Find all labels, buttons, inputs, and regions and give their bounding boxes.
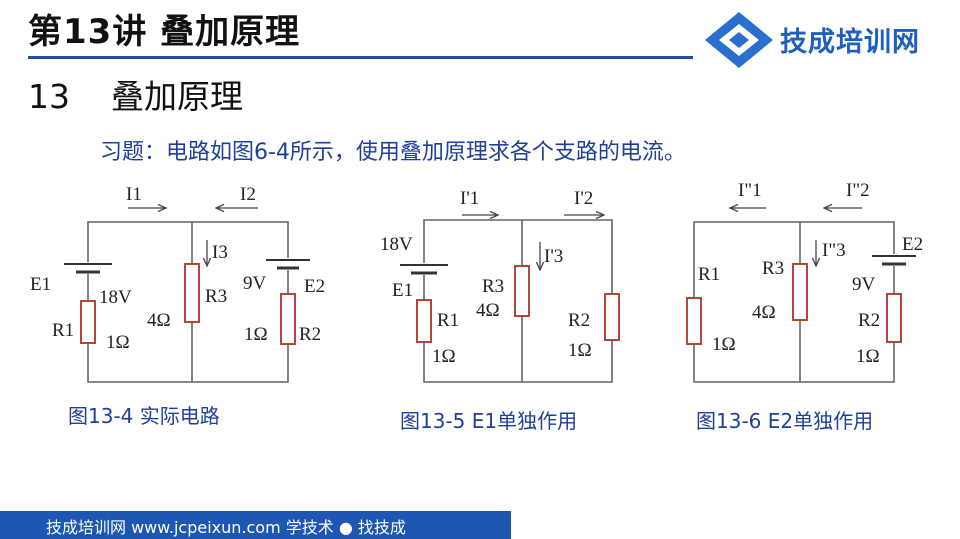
- fig3-label-i3: I"3: [822, 240, 846, 261]
- fig2-resistor-r1: [416, 299, 432, 343]
- section-heading: 13 叠加原理: [28, 70, 243, 118]
- fig1-label-i3: I3: [212, 242, 228, 263]
- fig1-label-r2: R2: [299, 324, 321, 345]
- fig3-resistor-r3: [792, 263, 808, 321]
- fig3-label-r3-value: 4Ω: [752, 302, 776, 323]
- fig1-label-r1-value: 1Ω: [106, 332, 130, 353]
- footer-text: 技成培训网 www.jcpeixun.com 学技术 ● 找技成: [46, 518, 406, 537]
- fig1-label-e2: E2: [304, 276, 325, 297]
- fig3-label-r2: R2: [858, 310, 880, 331]
- fig2-label-r1: R1: [437, 310, 459, 331]
- fig2-label-r1-value: 1Ω: [432, 346, 456, 367]
- fig1-label-e2-value: 9V: [243, 273, 267, 294]
- fig2-label-r2-value: 1Ω: [568, 340, 592, 361]
- fig1-label-e1-value: 18V: [99, 287, 132, 308]
- fig3-label-r1-value: 1Ω: [712, 334, 736, 355]
- fig1-label-r3: R3: [205, 286, 227, 307]
- fig3-resistor-r2: [886, 293, 902, 343]
- fig3-resistor-r1: [686, 297, 702, 345]
- slide-title: 第13讲 叠加原理: [28, 12, 301, 52]
- fig3-label-r1: R1: [698, 264, 720, 285]
- logo-text: 技成培训网: [780, 27, 920, 58]
- fig2-label-e1-value: 18V: [380, 234, 413, 255]
- fig1-label-i1: I1: [126, 184, 142, 205]
- exercise-text: 习题：电路如图6-4所示，使用叠加原理求各个支路的电流。: [100, 140, 686, 165]
- fig1-resistor-r2: [280, 293, 296, 345]
- fig1-label-r2-value: 1Ω: [244, 324, 268, 345]
- title-underline: [28, 56, 693, 59]
- fig1-resistor-r1: [80, 300, 96, 344]
- figure-13-5-caption: 图13-5 E1单独作用: [400, 409, 578, 433]
- fig2-label-i2: I'2: [574, 188, 593, 209]
- figure-13-4-caption: 图13-4 实际电路: [68, 404, 220, 428]
- fig3-label-i1: I"1: [738, 180, 762, 201]
- section-title-text: 叠加原理: [111, 77, 243, 116]
- fig2-resistor-r3: [514, 265, 530, 317]
- fig2-label-r3-value: 4Ω: [476, 300, 500, 321]
- footer-bar: [0, 511, 511, 539]
- fig1-label-e1: E1: [30, 274, 51, 295]
- fig3-label-e2: E2: [902, 234, 923, 255]
- fig1-label-r3-value: 4Ω: [147, 310, 171, 331]
- fig1-label-i2: I2: [240, 184, 256, 205]
- fig3-label-r2-value: 1Ω: [856, 346, 880, 367]
- fig2-label-r3: R3: [482, 276, 504, 297]
- fig2-label-i1: I'1: [460, 188, 479, 209]
- fig1-label-r1: R1: [52, 320, 74, 341]
- fig1-resistor-r3: [184, 263, 200, 323]
- figure-13-6-caption: 图13-6 E2单独作用: [696, 409, 874, 433]
- fig2-label-i3: I'3: [544, 246, 563, 267]
- fig2-resistor-r2: [604, 293, 620, 341]
- fig2-label-r2: R2: [568, 310, 590, 331]
- fig2-label-e1: E1: [392, 280, 413, 301]
- section-number: 13: [28, 77, 70, 116]
- fig3-label-i2: I"2: [846, 180, 870, 201]
- logo-diamond-icon: [705, 12, 773, 68]
- fig3-label-e2-value: 9V: [852, 274, 876, 295]
- fig3-label-r3: R3: [762, 258, 784, 279]
